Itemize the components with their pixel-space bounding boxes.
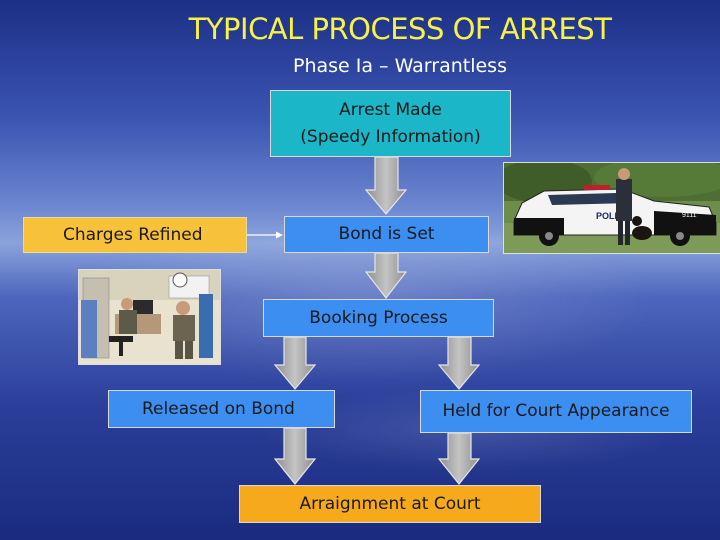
car-police-text: POLICE [596,211,630,221]
box-charges-refined: Charges Refined [23,217,247,253]
box-arrest-made: Arrest Made (Speedy Information) [270,90,511,157]
arrest-made-line2: (Speedy Information) [300,126,481,147]
arrow-bond-to-booking [364,252,408,299]
slide-title: TYPICAL PROCESS OF ARREST [188,12,612,46]
slide-subtitle: Phase Ia – Warrantless [292,55,507,77]
arrow-booking-to-held [437,336,481,390]
box-booking-process: Booking Process [263,299,494,337]
arrow-released-to-arraignment [273,427,317,485]
bond-set-label: Bond is Set [338,224,435,245]
police-car-illustration: POLICE 9111 [504,163,720,253]
arrow-arrest-to-bond [364,156,408,215]
arrow-booking-to-released [273,336,317,390]
police-car-photo: POLICE 9111 [503,162,720,254]
car-number-text: 9111 [682,212,697,219]
box-arraignment: Arraignment at Court [239,485,541,523]
box-bond-set: Bond is Set [284,216,489,253]
held-for-court-label: Held for Court Appearance [442,401,670,422]
box-released-on-bond: Released on Bond [108,390,335,428]
arrow-held-to-arraignment [437,432,481,485]
booking-office-photo [78,269,221,365]
charges-refined-label: Charges Refined [63,224,203,245]
booking-process-label: Booking Process [309,307,448,328]
arrest-made-line1: Arrest Made [339,100,442,121]
box-held-for-court: Held for Court Appearance [420,390,692,433]
booking-office-illustration [79,270,220,364]
arraignment-label: Arraignment at Court [299,493,481,514]
arrowhead-charges-to-bond [276,231,283,239]
released-on-bond-label: Released on Bond [142,398,295,419]
